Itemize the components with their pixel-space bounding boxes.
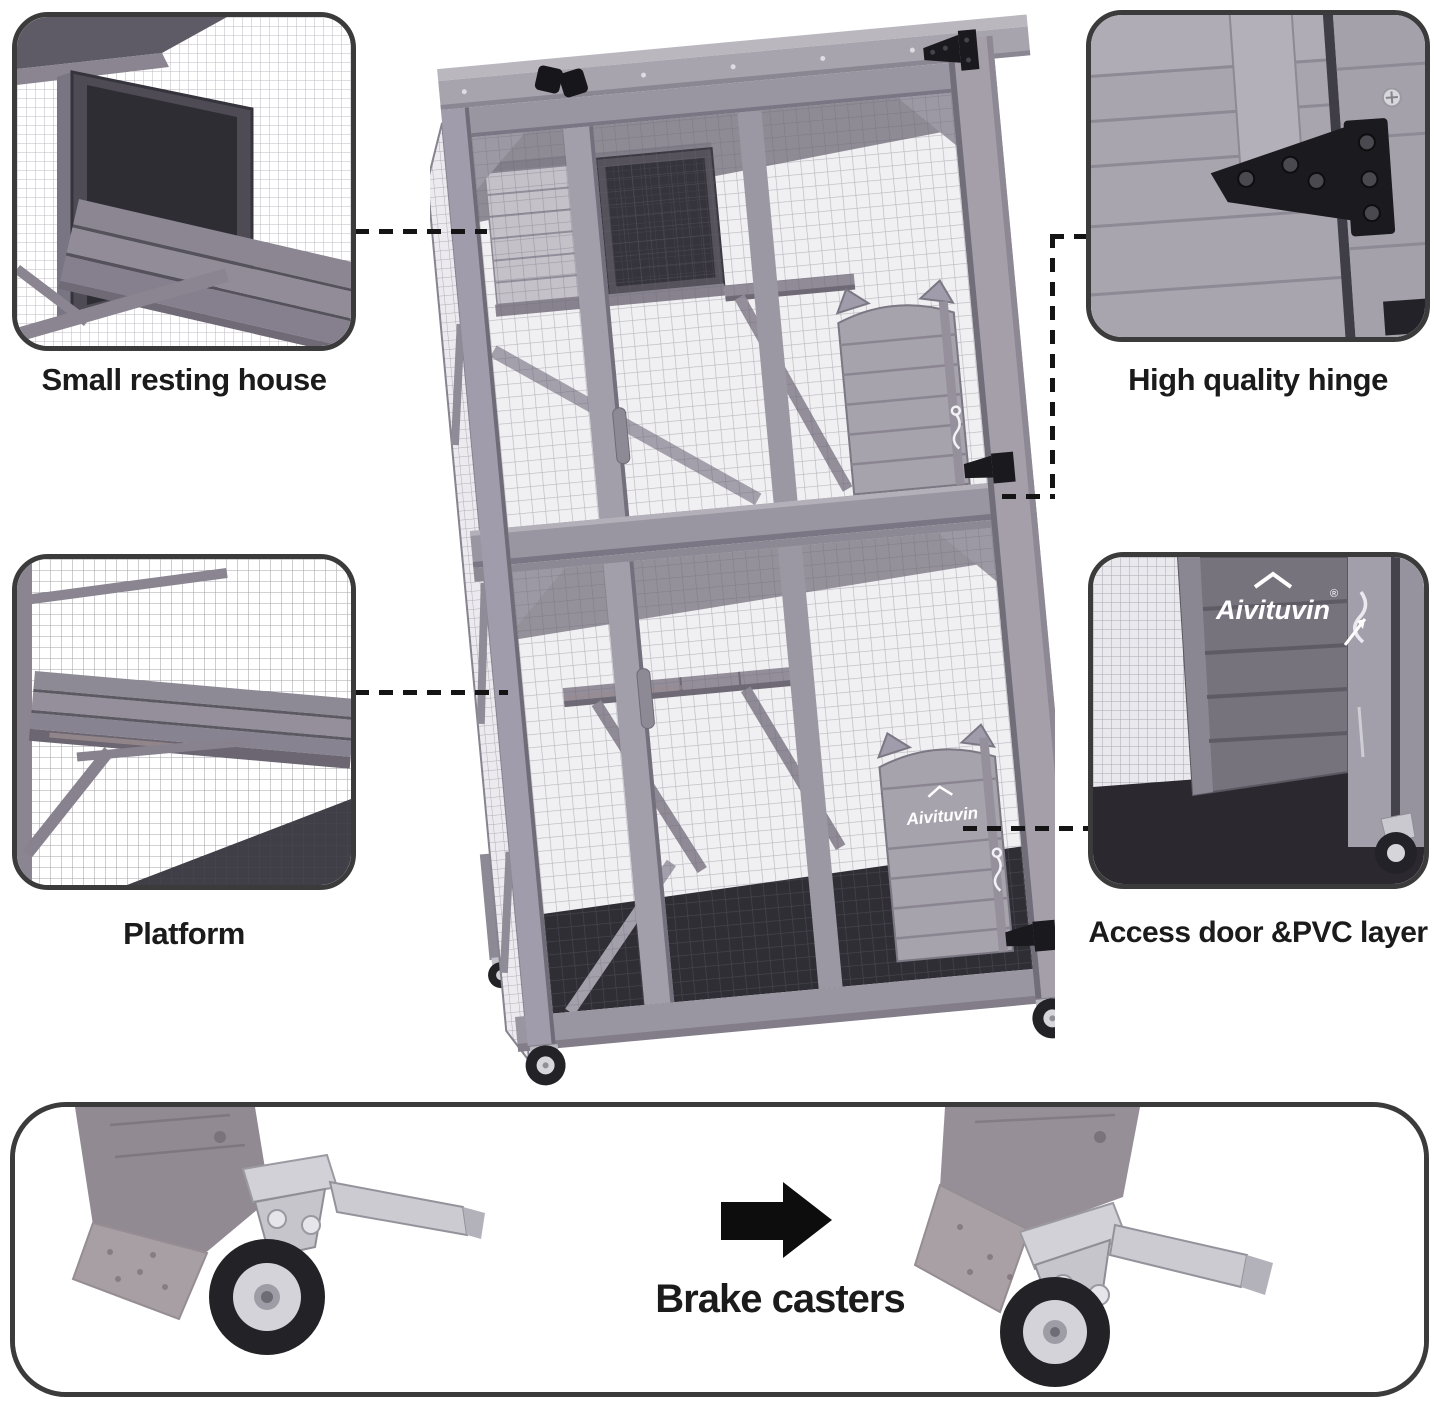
upper-door-stile [563, 125, 630, 520]
arrow-right-icon [721, 1182, 832, 1258]
lower-hinge-part [1383, 297, 1425, 336]
upper-door-handle [612, 407, 631, 465]
upper-cat-door [835, 279, 971, 496]
resting-house-photo [17, 17, 351, 346]
frame-post [17, 559, 32, 885]
header-beam [452, 58, 998, 139]
door-frame-post [1348, 557, 1393, 847]
access-door: Aivituvin ® [1176, 557, 1349, 797]
connector-hinge-bottom [1002, 494, 1055, 499]
svg-text:Aivituvin: Aivituvin [1215, 595, 1330, 625]
access-door-photo: Aivituvin ® [1093, 557, 1424, 884]
brand-logo: Aivituvin ® [1215, 571, 1338, 625]
upper-bottom-hinge [963, 451, 1016, 484]
tier-divider [469, 478, 1039, 582]
hook-latch [1343, 590, 1368, 758]
pvc-floor-layer [1093, 762, 1424, 884]
callout-brake-casters [10, 1102, 1429, 1397]
connector-resting-house [355, 229, 487, 234]
label-platform: Platform [123, 916, 245, 951]
cat-house-product-image: Aivituvin [430, 14, 1055, 1086]
callout-resting-house [12, 12, 356, 351]
side-mesh-panel [430, 122, 531, 1065]
lower-cat-door: Aivituvin [876, 723, 1015, 963]
right-brake-caster [913, 1107, 1273, 1387]
bottom-rail [514, 964, 1055, 1047]
upper-latch [534, 65, 588, 98]
platform-photo [17, 559, 351, 885]
lower-door-stile [603, 561, 675, 1005]
hinge-photo [1091, 15, 1425, 337]
left-brake-caster [71, 1107, 485, 1355]
label-access-door: Access door &PVC layer [1088, 916, 1428, 949]
front-left-post [440, 107, 556, 1046]
lower-door-handle [636, 668, 655, 730]
top-hinge [923, 29, 980, 71]
brake-casters-photo [15, 1107, 1424, 1392]
label-brake-casters: Brake casters [655, 1277, 905, 1321]
connector-platform [355, 690, 508, 695]
lower-middle-stud [777, 545, 843, 989]
connector-hinge-top [1050, 234, 1088, 239]
front-left-caster [525, 1044, 566, 1086]
callout-platform [12, 554, 356, 890]
screw [1381, 87, 1402, 108]
support-brace [22, 747, 114, 858]
label-hinge: High quality hinge [1128, 362, 1388, 397]
front-right-caster [1032, 997, 1055, 1039]
connector-access-door [963, 826, 1091, 831]
callout-hinge [1086, 10, 1430, 342]
label-resting-house: Small resting house [41, 362, 327, 397]
lower-bottom-hinge [1005, 919, 1055, 952]
upper-middle-stud [737, 110, 798, 503]
callout-access-door: Aivituvin ® [1088, 552, 1429, 889]
t-hinge [1210, 118, 1396, 237]
corner-caster [1375, 812, 1417, 874]
front-right-post [946, 35, 1055, 999]
svg-text:®: ® [1330, 588, 1338, 600]
connector-hinge-vertical [1050, 234, 1055, 499]
